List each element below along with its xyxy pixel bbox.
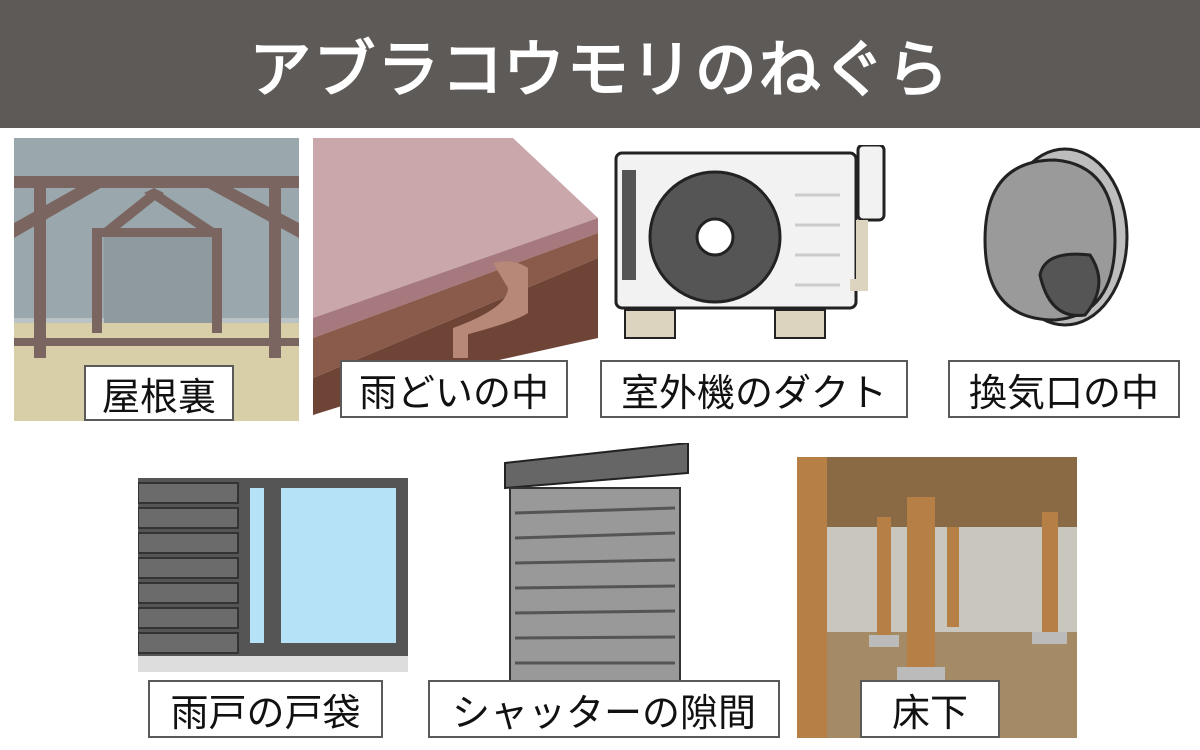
place-label: 床下 <box>860 680 1000 738</box>
rolling-shutter-illustration <box>500 443 692 690</box>
title-banner: アブラコウモリのねぐら <box>0 0 1200 128</box>
place-label: 雨戸の戸袋 <box>148 680 383 738</box>
storm-shutter-box-illustration <box>138 478 408 672</box>
place-label: シャッターの隙間 <box>428 680 780 738</box>
place-label: 雨どいの中 <box>340 360 568 418</box>
place-label: 屋根裏 <box>84 365 234 421</box>
vent-hood-illustration <box>975 145 1130 330</box>
attic-illustration <box>14 138 299 421</box>
place-label: 室外機のダクト <box>600 360 908 418</box>
air-conditioner-outdoor-unit-illustration <box>610 145 890 340</box>
page-title: アブラコウモリのねぐら <box>249 33 951 106</box>
place-label: 換気口の中 <box>948 360 1180 418</box>
